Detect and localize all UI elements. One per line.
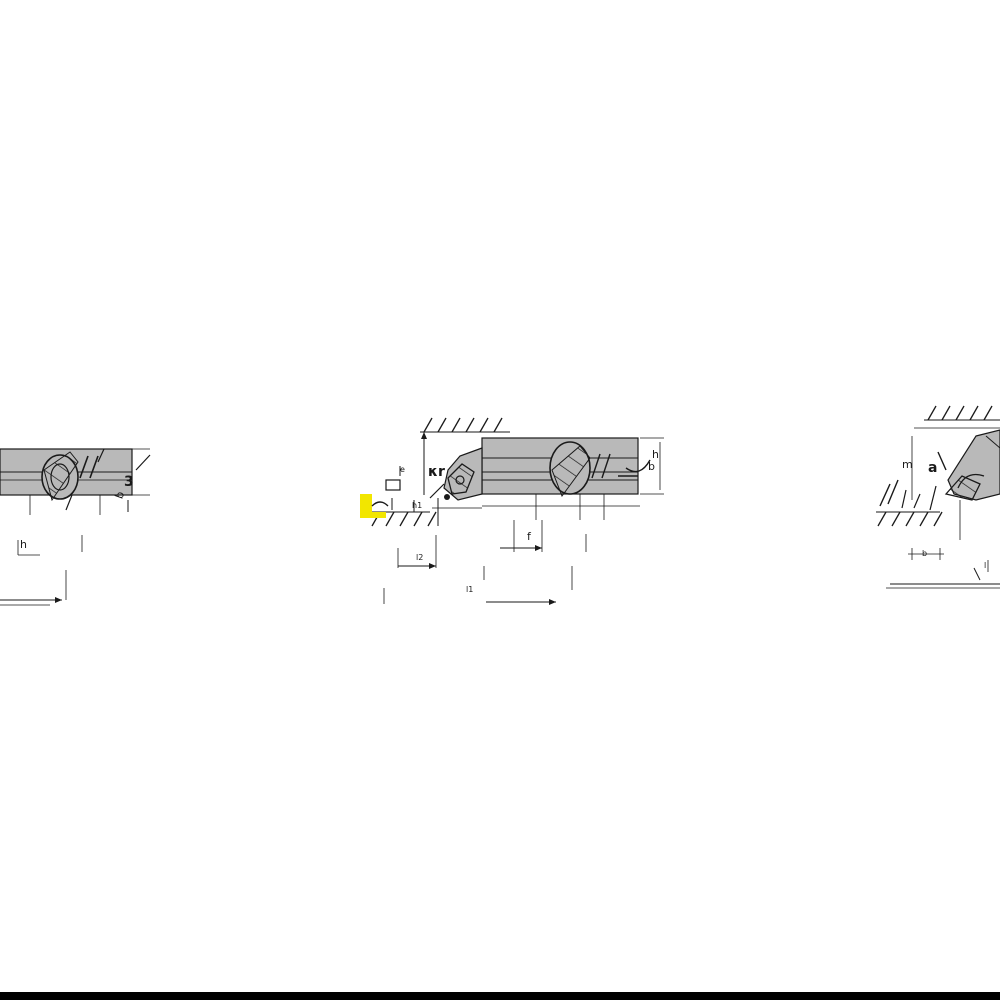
center-insert	[447, 463, 475, 495]
right-bottom-hatch	[877, 511, 943, 527]
right-label-a: a	[928, 460, 937, 476]
center-label-h1: h1	[412, 501, 422, 510]
bottom-edge-bar	[0, 992, 1000, 1000]
center-label-f: f	[527, 530, 532, 543]
center-top-hatch	[423, 417, 503, 433]
right-top-hatch	[927, 405, 993, 421]
center-label-b: b	[648, 460, 655, 473]
left-view: h 3 b	[0, 448, 151, 606]
right-insert	[944, 475, 981, 501]
center-label-l2: l2	[416, 553, 423, 562]
center-view: κr e f l2 l1 h1 b h	[360, 417, 664, 605]
left-clamp-hatch	[43, 451, 79, 502]
center-label-l1: l1	[466, 585, 473, 594]
right-label-m: m	[902, 458, 913, 471]
left-label-3: 3	[124, 474, 134, 490]
right-label-l: l	[984, 561, 986, 570]
left-label-h: h	[20, 538, 27, 551]
center-label-h: h	[652, 448, 659, 461]
left-label-b: b	[113, 490, 128, 501]
right-view: m a b l	[876, 405, 1000, 589]
center-label-e: e	[400, 465, 405, 474]
right-label-b: b	[922, 549, 927, 558]
center-highlight-marker	[360, 494, 386, 518]
center-label-kr: κr	[428, 464, 445, 480]
center-clamp-hatch	[551, 445, 591, 498]
